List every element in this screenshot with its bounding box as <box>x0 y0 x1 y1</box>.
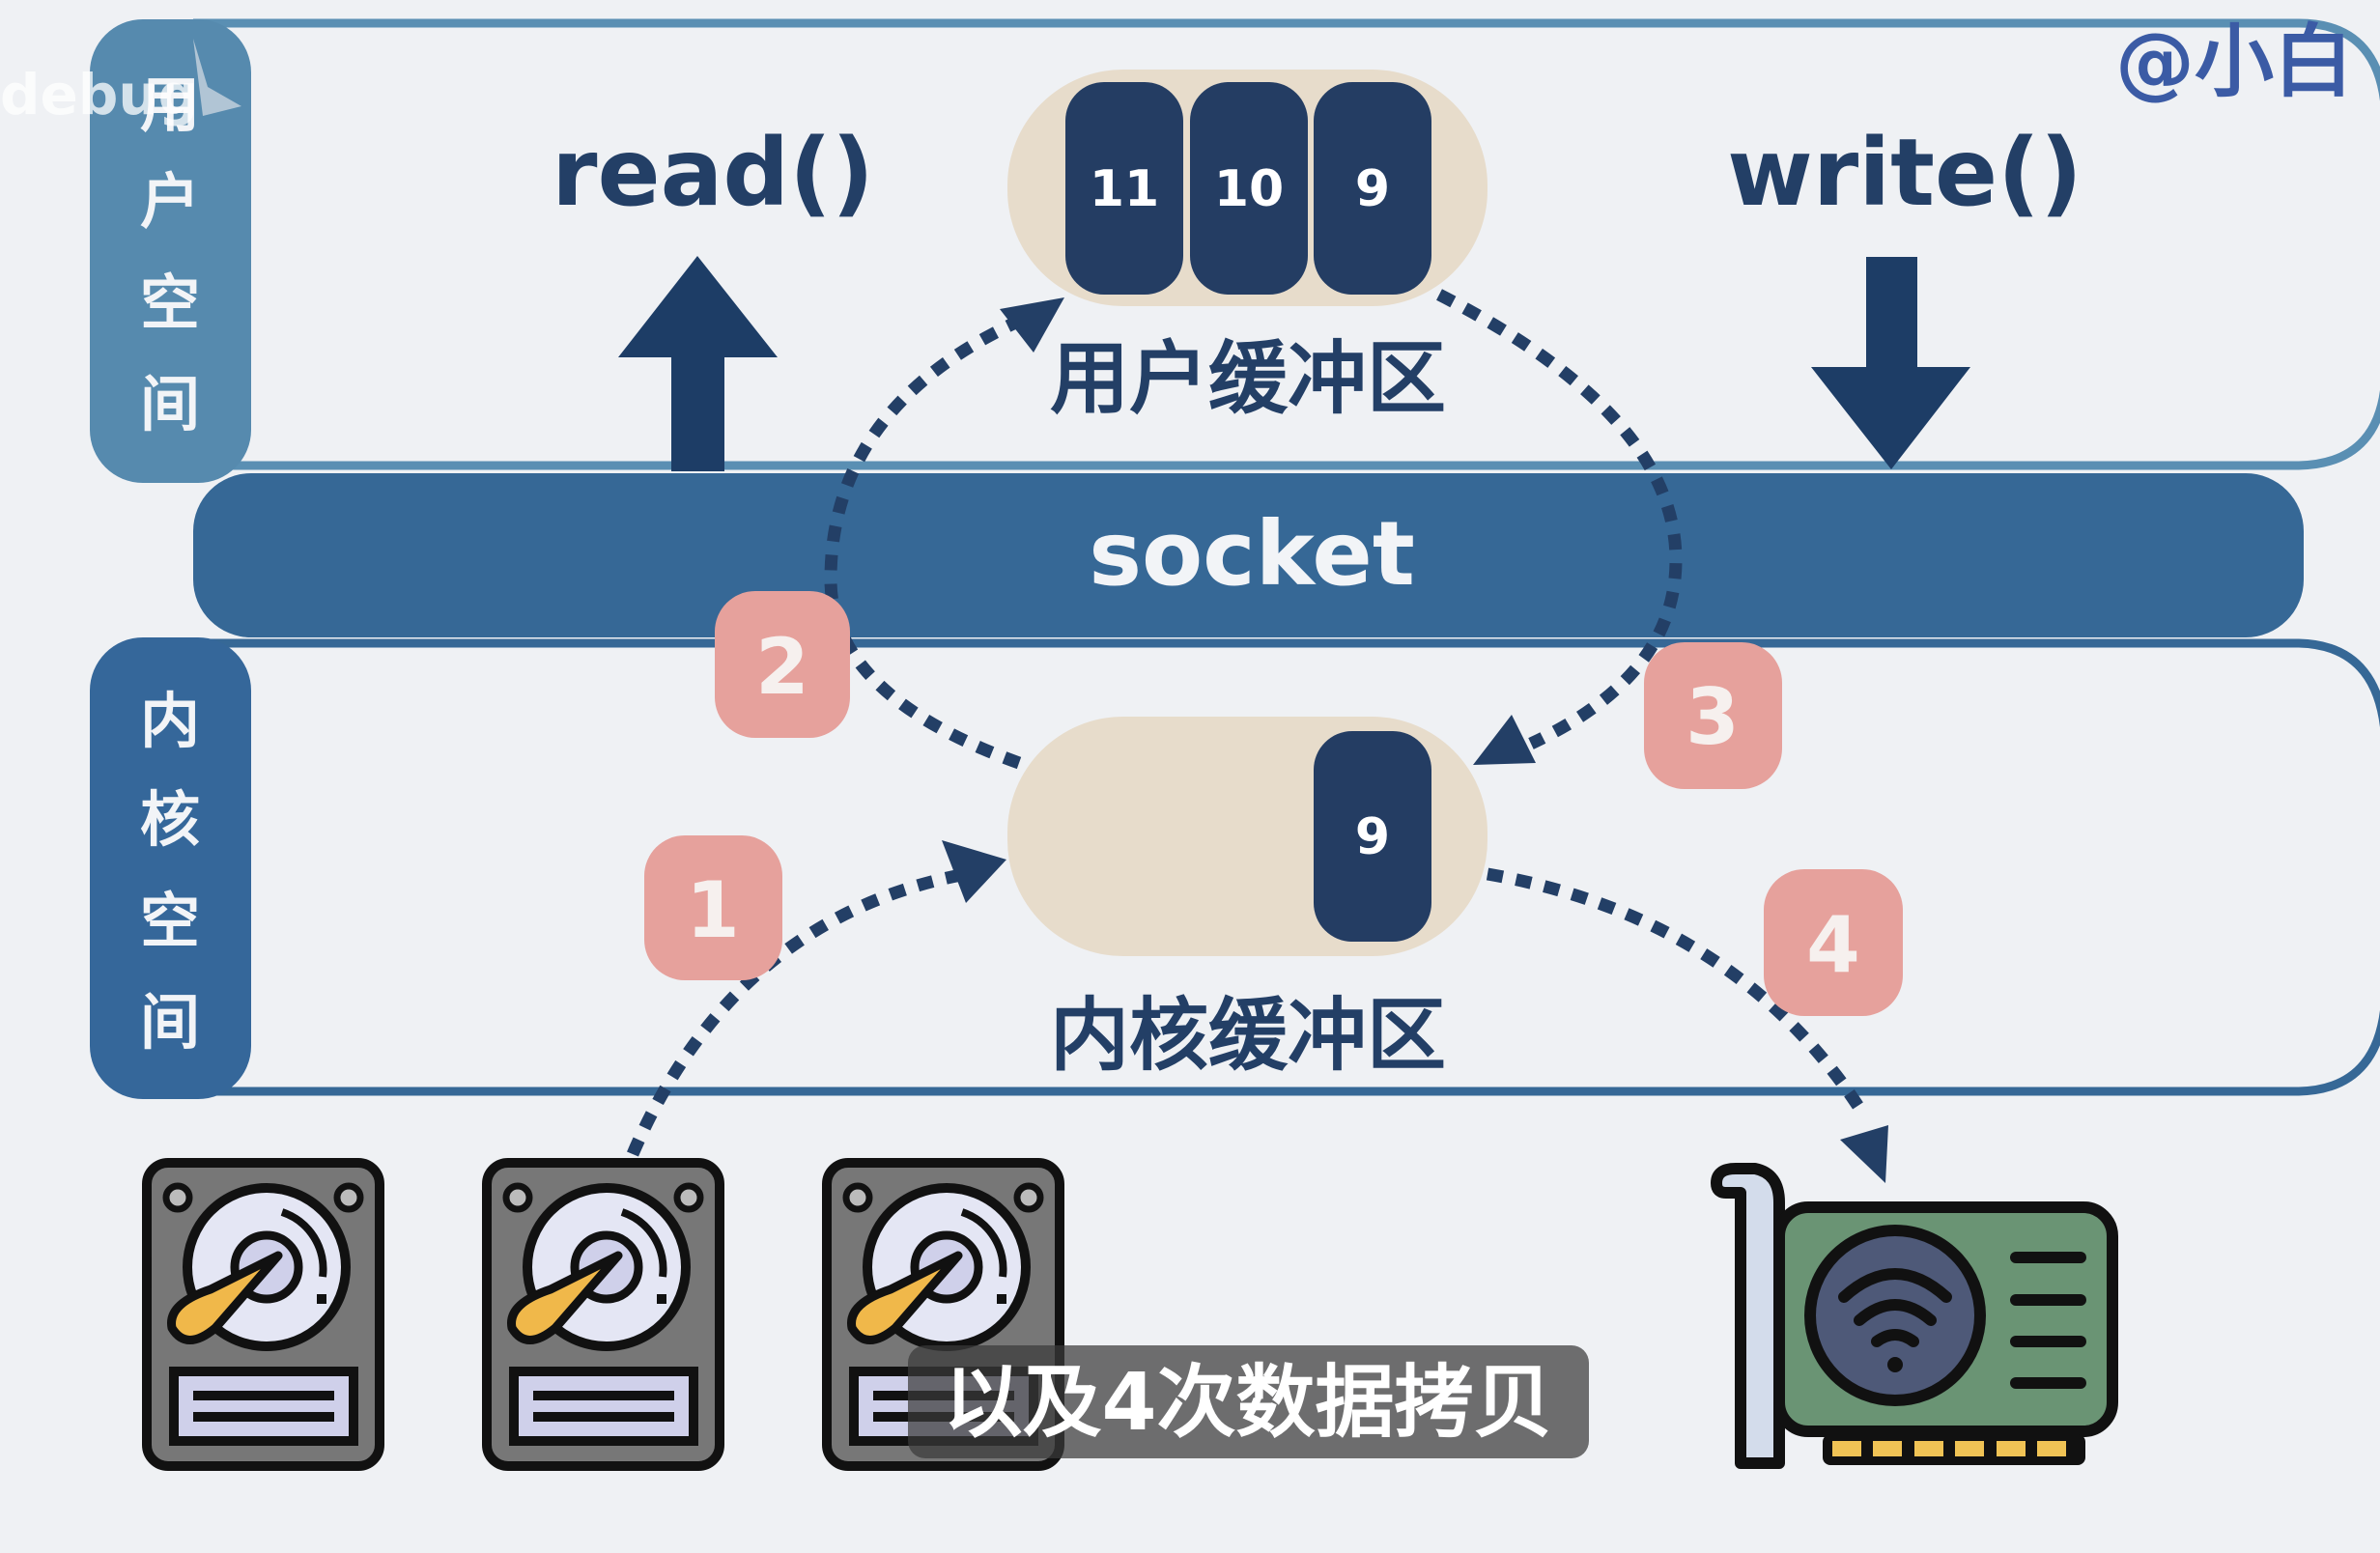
copy-path-3 <box>1436 289 1683 749</box>
copy-path-4 <box>1486 867 1870 1119</box>
buffer-cell: 9 <box>1314 82 1431 295</box>
copy-path-2 <box>824 313 1027 770</box>
user-space-frame <box>193 18 2380 470</box>
kernel-space-char: 空 <box>140 886 200 956</box>
channel-watermark: debug <box>0 62 198 127</box>
step-badge-3: 3 <box>1644 642 1782 789</box>
socket-label: socket <box>1089 502 1415 606</box>
buffer-cell-value: 11 <box>1090 160 1159 218</box>
read-arrow-up-icon <box>618 256 778 471</box>
bilibili-logo-icon <box>193 39 241 116</box>
hard-disk-icon <box>487 1163 720 1466</box>
svg-text:3: 3 <box>1686 672 1740 762</box>
kernel-space-char: 核 <box>140 784 200 855</box>
arrowhead-4-icon <box>1840 1125 1888 1183</box>
kernel-space-frame <box>193 638 2380 1096</box>
kernel-buffer-title: 内核缓冲区 <box>1050 990 1446 1082</box>
buffer-cell-value: 10 <box>1214 160 1284 218</box>
arrowhead-2-icon <box>1000 297 1064 353</box>
user-space-char: 户 <box>140 166 200 237</box>
step-badge-2: 2 <box>715 591 850 738</box>
socket-bar: socket <box>193 473 2304 637</box>
write-arrow-down-icon <box>1811 257 1970 469</box>
user-buffer: 11 10 9 <box>1007 70 1488 306</box>
kernel-space-char: 内 <box>140 686 200 756</box>
user-space-char: 空 <box>140 268 200 338</box>
author-watermark: @小白 <box>2115 16 2353 108</box>
network-card-icon <box>1711 1163 2118 1469</box>
user-space-char: 用 <box>140 70 200 140</box>
read-call-label: read() <box>552 119 874 227</box>
buffer-cell: 10 <box>1190 82 1308 295</box>
hard-disk-icon <box>142 1158 384 1471</box>
step-badge-1: 1 <box>644 835 782 980</box>
kernel-space-label-panel: 内 核 空 间 <box>90 637 251 1099</box>
user-space-char: 间 <box>140 369 200 439</box>
wifi-icon <box>1838 1268 1952 1347</box>
svg-text:2: 2 <box>755 622 809 712</box>
step-badge-4: 4 <box>1764 869 1903 1016</box>
subtitle-caption: 以及4次数据拷贝 <box>908 1345 1589 1458</box>
svg-text:4: 4 <box>1806 900 1860 990</box>
write-call-label: write() <box>1727 119 2082 227</box>
buffer-cell: 9 <box>1314 731 1431 942</box>
svg-text:1: 1 <box>686 865 740 955</box>
buffer-cell-value: 9 <box>1355 160 1390 218</box>
buffer-cell: 11 <box>1065 82 1183 295</box>
svg-text:以及4次数据拷贝: 以及4次数据拷贝 <box>943 1357 1552 1449</box>
arrowhead-1-icon <box>942 840 1006 903</box>
kernel-space-char: 间 <box>140 987 200 1058</box>
buffer-cell-value: 9 <box>1355 808 1390 866</box>
arrowhead-3-icon <box>1473 715 1536 765</box>
user-buffer-title: 用户缓冲区 <box>1050 333 1446 425</box>
kernel-buffer: 9 <box>1007 717 1488 956</box>
user-space-label-panel: 用 户 空 间 <box>90 19 251 483</box>
